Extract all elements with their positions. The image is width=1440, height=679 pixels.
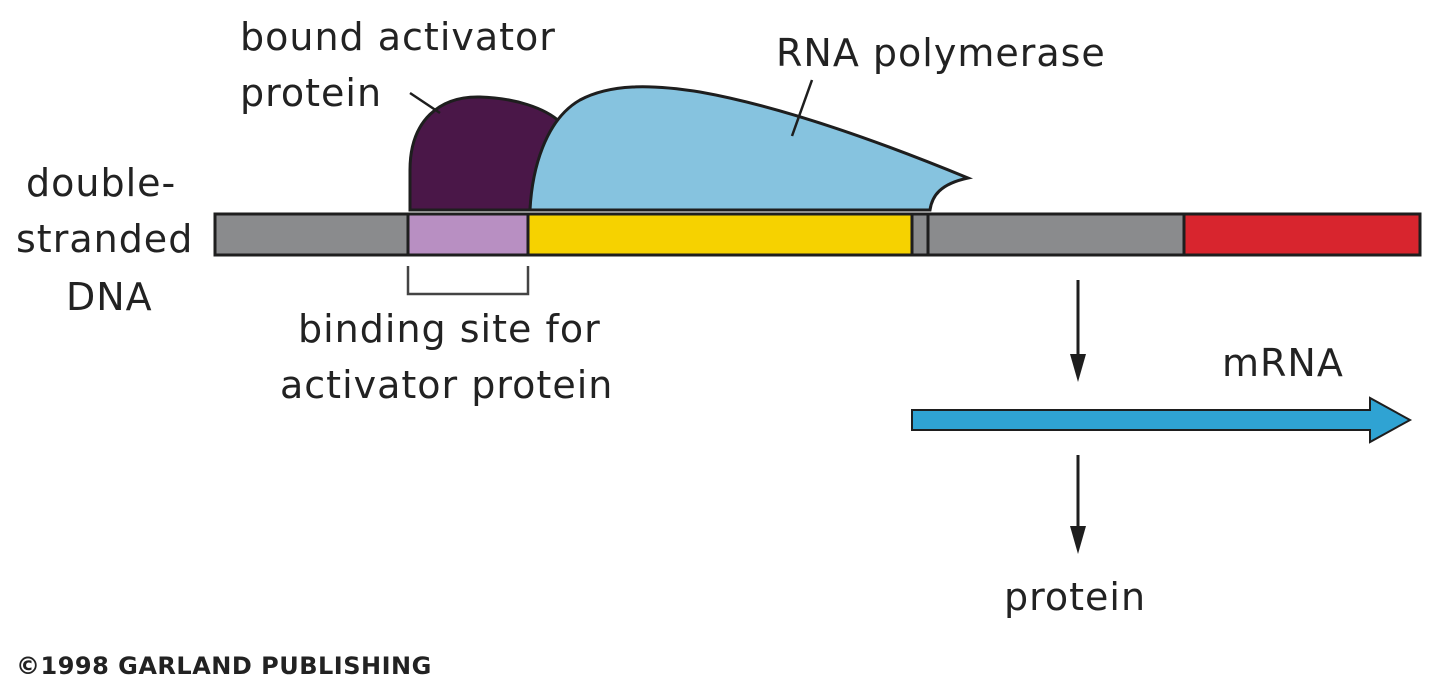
activator-leader-line bbox=[409, 91, 441, 115]
mrna-arrow-icon bbox=[911, 396, 1413, 444]
polymerase-leader-line bbox=[790, 79, 814, 137]
dna-segment-middle bbox=[926, 212, 1188, 257]
rna-polymerase-label: RNA polymerase bbox=[776, 31, 1106, 75]
transcription-arrow-icon bbox=[1070, 280, 1086, 382]
translation-arrow-icon bbox=[1070, 455, 1086, 554]
binding-site-bracket bbox=[406, 266, 530, 296]
copyright-text: ©1998 GARLAND PUBLISHING bbox=[16, 652, 432, 679]
promoter-segment bbox=[526, 212, 916, 257]
mrna-label: mRNA bbox=[1222, 341, 1344, 385]
bound-activator-label-line1: bound activator bbox=[240, 15, 556, 59]
binding-site-label-line1: binding site for bbox=[298, 307, 601, 351]
dna-label-line3: DNA bbox=[66, 275, 153, 319]
dna-label-line1: double- bbox=[26, 161, 176, 205]
binding-site-label-line2: activator protein bbox=[280, 363, 613, 407]
gene-segment bbox=[1182, 212, 1422, 257]
protein-label: protein bbox=[1004, 575, 1146, 619]
dna-segment-left bbox=[213, 212, 412, 257]
activator-binding-site-segment bbox=[406, 212, 532, 257]
rna-polymerase-shape bbox=[528, 85, 974, 212]
dna-strand bbox=[213, 212, 1422, 257]
dna-label-line2: stranded bbox=[16, 217, 193, 261]
bound-activator-label-line2: protein bbox=[240, 71, 382, 115]
